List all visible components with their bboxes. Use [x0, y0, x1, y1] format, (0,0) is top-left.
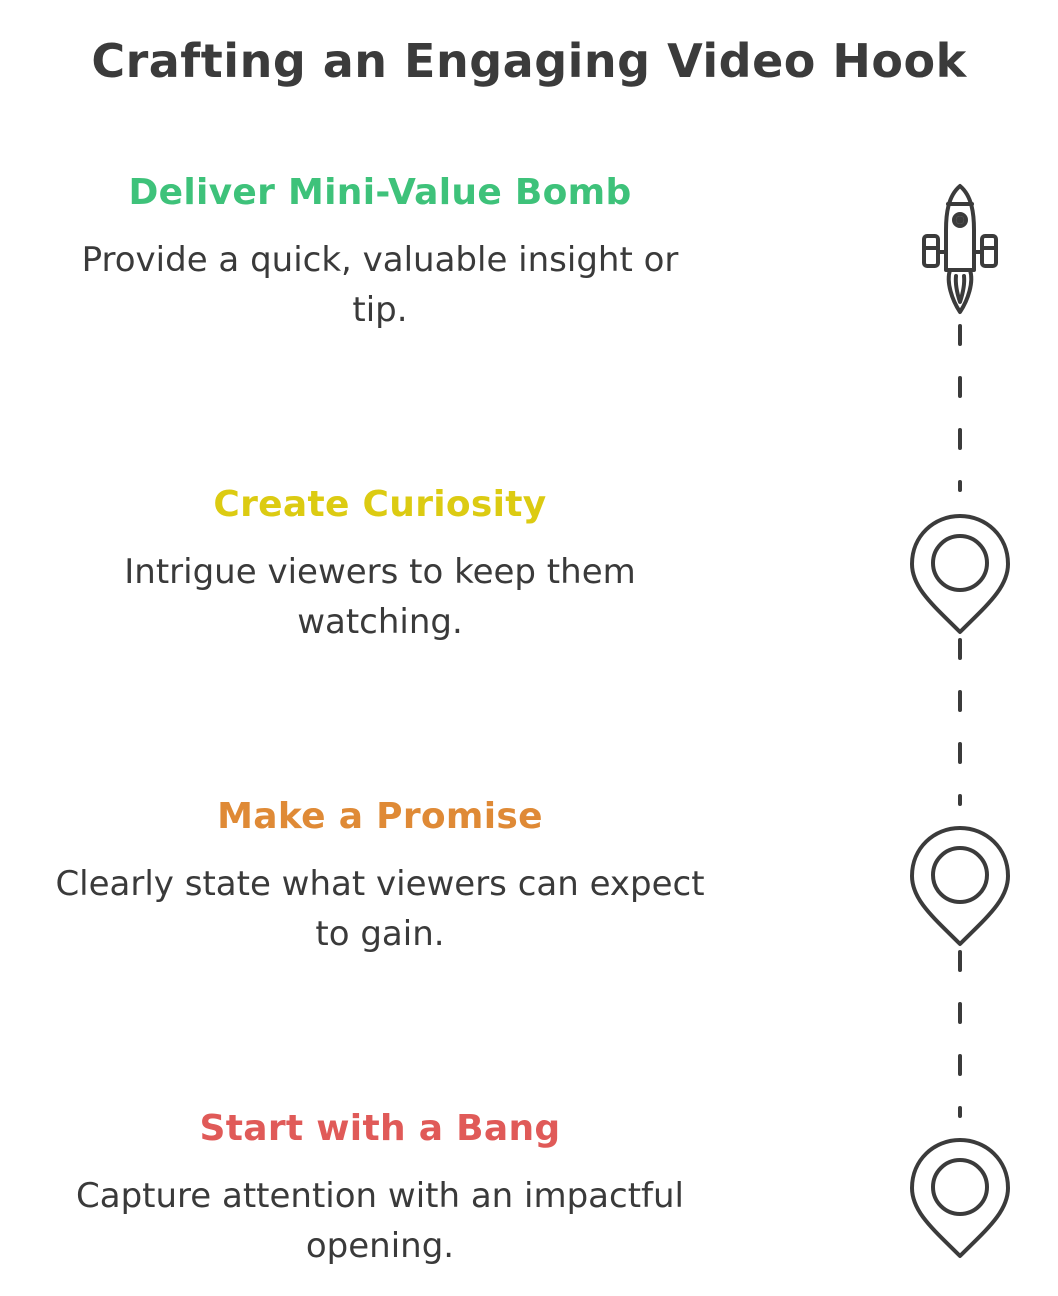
step-description: Capture attention with an impactful open… — [76, 1176, 684, 1266]
step-make-a-promise: Make a Promise Clearly state what viewer… — [20, 796, 740, 959]
step-title: Start with a Bang — [199, 1108, 561, 1149]
map-pin-icon — [910, 1138, 1010, 1258]
step-title: Make a Promise — [217, 796, 543, 837]
step-description: Provide a quick, valuable insight or tip… — [81, 240, 679, 330]
rocket-icon — [922, 184, 998, 314]
step-start-with-a-bang: Start with a Bang Capture attention with… — [20, 1108, 740, 1271]
page-title: Crafting an Engaging Video Hook — [91, 34, 967, 88]
map-pin-icon — [910, 826, 1010, 946]
step-deliver-mini-value-bomb: Deliver Mini-Value Bomb Provide a quick,… — [20, 172, 740, 335]
map-pin-icon — [910, 514, 1010, 634]
step-description: Clearly state what viewers can expect to… — [55, 864, 705, 954]
step-create-curiosity: Create Curiosity Intrigue viewers to kee… — [20, 484, 740, 647]
step-description: Intrigue viewers to keep them watching. — [124, 552, 636, 642]
step-title: Deliver Mini-Value Bomb — [128, 172, 632, 213]
step-title: Create Curiosity — [213, 484, 547, 525]
